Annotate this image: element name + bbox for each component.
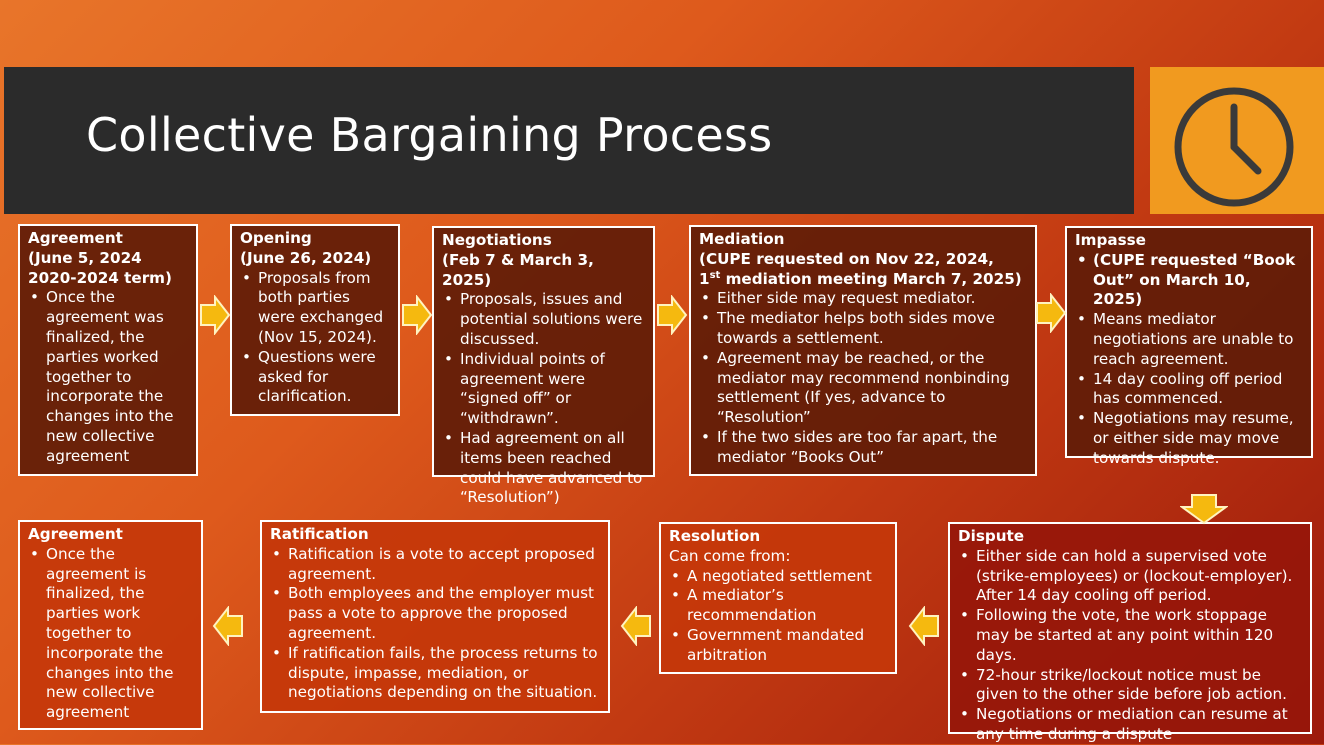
stage-bullet: A negotiated settlement: [671, 567, 887, 587]
stage-bullet: If the two sides are too far apart, the …: [701, 428, 1027, 468]
stage-opening: Opening (June 26, 2024) Proposals from b…: [230, 224, 400, 416]
stage-heading: Resolution: [669, 527, 761, 545]
arrow-right-icon: [657, 295, 688, 335]
arrow-right-icon: [402, 295, 433, 335]
stage-bullet: Either side may request mediator.: [701, 289, 1027, 309]
ordinal-suffix: st: [709, 269, 721, 281]
stage-bullet: 72-hour strike/lockout notice must be gi…: [960, 666, 1302, 706]
stage-bullet: Had agreement on all items been reached …: [444, 429, 645, 508]
arrow-right-icon: [200, 295, 231, 335]
arrow-down-icon: [1180, 494, 1228, 525]
stage-bullet: Questions were asked for clarification.: [242, 348, 390, 407]
stage-heading: Dispute: [958, 527, 1025, 545]
slide-title: Collective Bargaining Process: [86, 108, 773, 162]
stage-resolution: Resolution Can come from: A negotiated s…: [659, 522, 897, 674]
stage-bullet: Either side can hold a supervised vote (…: [960, 547, 1302, 606]
arrow-left-icon: [620, 606, 651, 646]
stage-bullet: A mediator’s recommendation: [671, 586, 887, 626]
stage-bullet: Means mediator negotiations are unable t…: [1077, 310, 1303, 369]
stage-heading: Negotiations: [442, 231, 552, 249]
stage-bullet: Once the agreement is finalized, the par…: [30, 545, 193, 723]
stage-bullet: Both employees and the employer must pas…: [272, 584, 600, 643]
arrow-left-icon: [212, 606, 243, 646]
stage-agreement-final: Agreement Once the agreement is finalize…: [18, 520, 203, 730]
stage-date: (CUPE requested on Nov 22, 2024,: [699, 249, 994, 268]
stage-date: (June 26, 2024): [240, 248, 372, 267]
stage-date-rest: mediation meeting March 7, 2025): [720, 269, 1022, 288]
stage-bullet: Once the agreement was finalized, the pa…: [30, 288, 188, 466]
stage-heading: Ratification: [270, 525, 369, 543]
stage-bullet: Individual points of agreement were “sig…: [444, 350, 645, 429]
stage-subheading: Can come from:: [669, 546, 791, 565]
stage-bullet: Ratification is a vote to accept propose…: [272, 545, 600, 585]
stage-ratification: Ratification Ratification is a vote to a…: [260, 520, 610, 713]
arrow-right-icon: [1036, 293, 1067, 333]
stage-bullet: (CUPE requested “Book Out” on March 10, …: [1077, 251, 1303, 310]
clock-icon: [1174, 87, 1294, 207]
stage-dispute: Dispute Either side can hold a supervise…: [948, 522, 1312, 743]
stage-date: (June 5, 2024: [28, 248, 142, 267]
title-bar: [4, 67, 1134, 214]
stage-bullet: Government mandated arbitration: [671, 626, 887, 666]
stage-heading: Mediation: [699, 230, 785, 248]
stage-bullet: Negotiations or mediation can resume at …: [960, 705, 1302, 745]
stage-bullet: Agreement may be reached, or the mediato…: [701, 349, 1027, 428]
stage-bullet: Proposals, issues and potential solution…: [444, 290, 645, 349]
ordinal-number: 1: [699, 269, 710, 288]
stage-bullet: Proposals from both parties were exchang…: [242, 269, 390, 348]
stage-bullet: Following the vote, the work stoppage ma…: [960, 606, 1302, 665]
stage-heading: Impasse: [1075, 231, 1146, 249]
stage-date: 2020-2024 term): [28, 268, 172, 287]
stage-impasse: Impasse (CUPE requested “Book Out” on Ma…: [1065, 226, 1313, 467]
stage-heading: Agreement: [28, 525, 123, 543]
stage-bullet: If ratification fails, the process retur…: [272, 644, 600, 703]
stage-agreement-initial: Agreement (June 5, 2024 2020-2024 term) …: [18, 224, 198, 476]
stage-bullet: 14 day cooling off period has commenced.: [1077, 370, 1303, 410]
stage-bullet: Negotiations may resume, or either side …: [1077, 409, 1303, 468]
stage-heading: Opening: [240, 229, 312, 247]
clock-tile: [1150, 67, 1324, 214]
stage-date: 1st mediation meeting March 7, 2025): [699, 270, 1027, 290]
stage-date: (Feb 7 & March 3, 2025): [442, 250, 594, 289]
stage-bullet: The mediator helps both sides move towar…: [701, 309, 1027, 349]
stage-negotiations: Negotiations (Feb 7 & March 3, 2025) Pro…: [432, 226, 655, 506]
arrow-left-icon: [908, 606, 939, 646]
stage-mediation: Mediation (CUPE requested on Nov 22, 202…: [689, 225, 1037, 476]
stage-heading: Agreement: [28, 229, 123, 247]
